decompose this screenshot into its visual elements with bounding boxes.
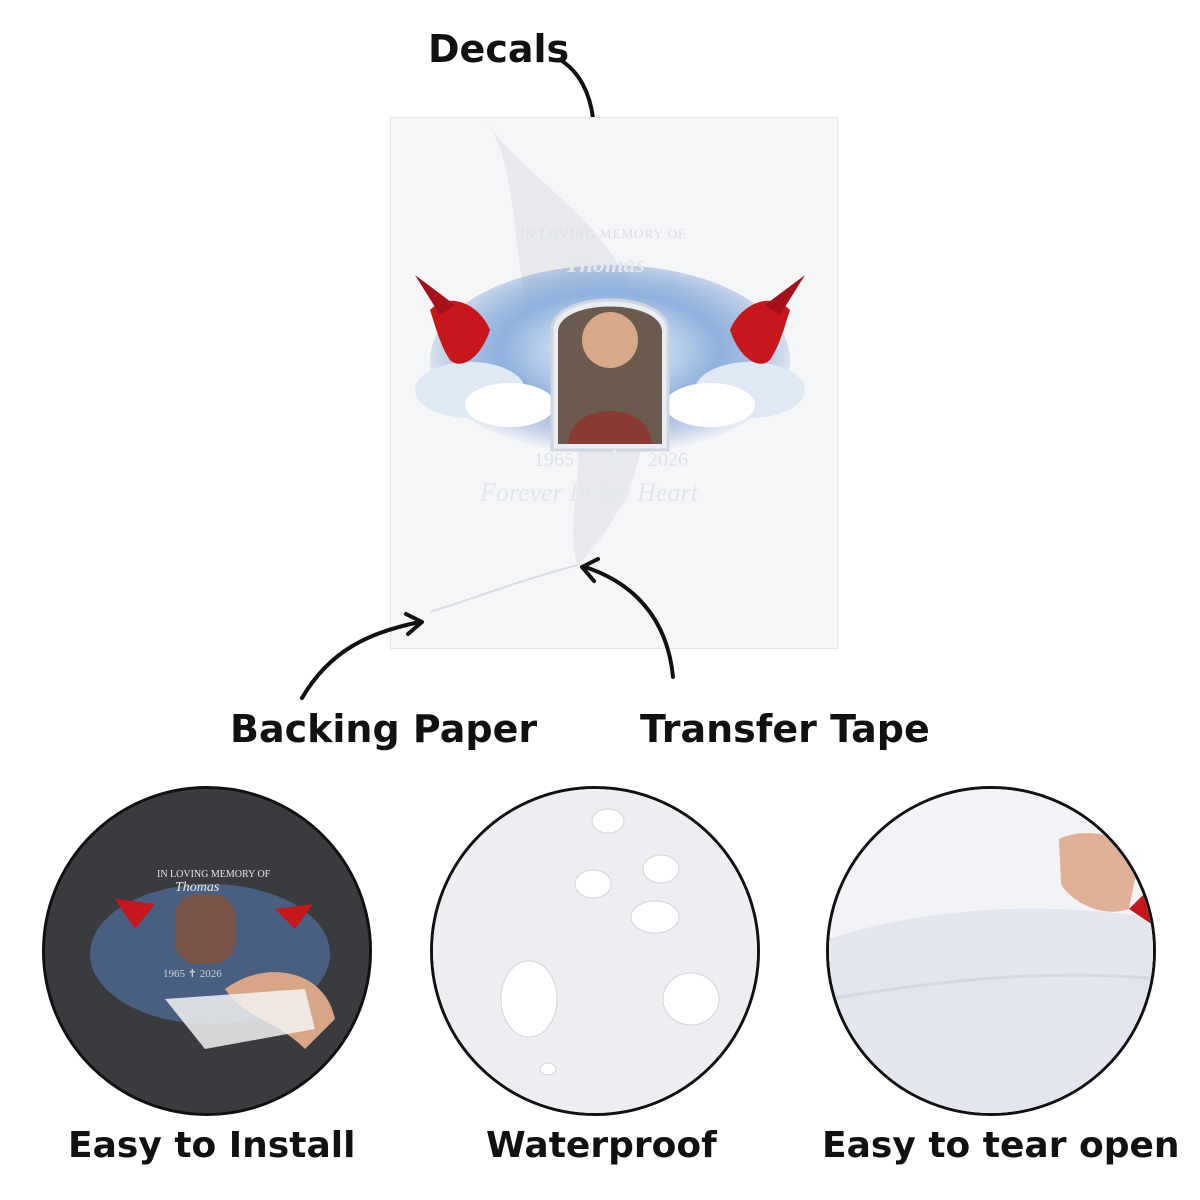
decal-heading: IN LOVING MEMORY OF — [520, 226, 687, 241]
svg-text:IN LOVING MEMORY OF: IN LOVING MEMORY OF — [157, 869, 271, 880]
waterproof-photo — [430, 786, 760, 1116]
transfer-tape-arrow — [580, 557, 675, 679]
transfer-tape-label: Transfer Tape — [640, 707, 930, 751]
backing-paper-label: Backing Paper — [230, 707, 538, 751]
decal-year-start: 1965 — [534, 449, 574, 471]
decals-label: Decals — [428, 27, 570, 71]
backing-paper-arrow — [300, 612, 424, 700]
easy-tear-photo — [826, 786, 1156, 1116]
decal-tagline: Forever In My Heart — [480, 478, 698, 507]
cardinal-left-icon — [415, 275, 490, 364]
easy-install-photo: IN LOVING MEMORY OF Thomas 1965 ✝ 2026 — [42, 786, 372, 1116]
waterproof-label: Waterproof — [486, 1125, 717, 1166]
svg-text:Thomas: Thomas — [175, 880, 220, 895]
decal-cross-icon: ✝ — [603, 444, 627, 477]
memorial-decal — [415, 265, 805, 455]
cardinal-right-icon — [730, 275, 805, 364]
decal-year-end: 2026 — [648, 449, 688, 471]
decal-name: Thomas — [565, 252, 646, 278]
svg-text:1965 ✝ 2026: 1965 ✝ 2026 — [163, 968, 222, 980]
easy-install-label: Easy to Install — [68, 1125, 356, 1166]
easy-tear-label: Easy to tear open — [822, 1125, 1180, 1166]
